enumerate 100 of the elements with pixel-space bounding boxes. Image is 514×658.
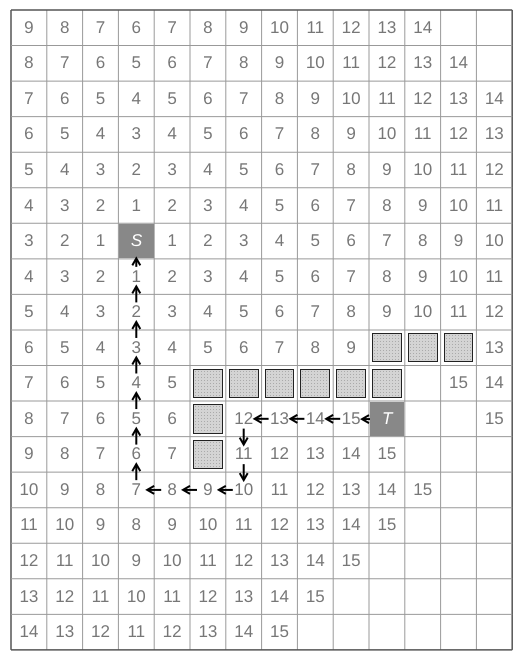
cell-number: 15 [376,444,398,466]
cell-number: 13 [412,52,434,74]
arrow [131,356,142,374]
cell-number: 9 [166,514,178,536]
cell-number: 3 [94,301,106,323]
path-cell-number: 2 [125,302,148,322]
arrow [131,428,142,445]
cell-number: 3 [94,159,106,181]
cell-number: 14 [18,621,40,643]
cell-number: 10 [54,514,76,536]
cell-number: 9 [416,194,428,216]
cell-number: 14 [233,621,254,643]
cell-number: 11 [270,479,290,501]
cell-number: 8 [310,336,322,358]
cell-number: 8 [58,444,70,466]
cell-number: 4 [94,336,106,358]
cell-number: 5 [166,88,178,110]
cell-number: 6 [23,124,35,146]
cell-number: 12 [412,88,434,110]
cell-number: 12 [90,621,111,643]
cell-number: 13 [269,550,290,572]
cell-number: 10 [269,17,290,39]
cell-number: 11 [90,586,110,608]
cell-number: 14 [340,444,362,466]
cell-number: 12 [484,159,505,181]
cell-number: 4 [238,266,250,288]
cell-number: 8 [381,266,393,288]
cell-number: 11 [126,621,146,643]
cell-number: 7 [238,88,250,110]
cell-number: 6 [94,408,106,430]
path-cell-number: 8 [161,480,183,500]
cell-number: 12 [269,444,290,466]
cell-number: 15 [412,479,434,501]
path-cell-number: 12 [232,409,255,429]
cell-number: 8 [345,159,357,181]
cell-number: 6 [238,124,250,146]
cell-number: 5 [274,194,286,216]
cell-number: 7 [381,230,393,252]
arrow [131,320,142,338]
cell-number: 10 [448,266,469,288]
cell-number: 12 [269,514,290,536]
cell-number: 9 [381,159,393,181]
cell-number: 5 [274,266,286,288]
cell-number: 12 [340,17,362,39]
cell-number: 13 [484,124,505,146]
cell-number: 8 [238,52,250,74]
cell-number: 10 [376,124,398,146]
cell-number: 9 [274,52,286,74]
arrow [325,414,340,424]
cell-number: 10 [484,230,505,252]
cell-number: 7 [310,301,322,323]
arrow [238,464,249,482]
cell-number: 3 [202,266,214,288]
cell-number: 8 [345,301,357,323]
cell-number: 11 [484,266,504,288]
cell-number: 7 [58,52,70,74]
cell-number: 6 [166,408,178,430]
cell-number: 9 [310,88,322,110]
cell-number: 13 [484,336,505,358]
path-cell-number: 13 [268,409,290,429]
cell-number: 11 [305,17,326,39]
cell-number: 7 [345,194,357,216]
cell-number: 12 [54,586,76,608]
path-cell-number: 4 [125,374,148,394]
cell-number: 11 [162,586,182,608]
cell-number: 12 [376,52,398,74]
cell-number: 6 [166,52,178,74]
cell-number: 4 [166,124,178,146]
cell-number: 13 [448,88,469,110]
terminal-cell: T [370,402,404,436]
cell-number: 5 [202,336,214,358]
path-cell-number: 9 [197,480,219,500]
cell-number: 15 [448,372,469,394]
cell-number: 6 [310,194,322,216]
arrow [218,484,233,495]
cell-number: 7 [202,52,214,74]
cell-number: 4 [202,159,214,181]
cell-number: 11 [341,52,361,74]
cell-number: 9 [345,336,357,358]
cell-number: 5 [130,52,142,74]
arrow [131,463,142,480]
cell-number: 7 [58,408,70,430]
cell-number: 13 [304,444,326,466]
path-cell-number: 3 [125,338,148,358]
cell-number: 14 [376,479,398,501]
cell-number: 8 [274,88,286,110]
path-cell-number: 15 [340,409,362,429]
cell-number: 3 [166,159,178,181]
cell-number: 4 [94,124,106,146]
path-cell-number: 1 [125,266,148,286]
cell-number: 12 [162,621,183,643]
cell-number: 13 [304,514,326,536]
cell-number: 6 [274,159,286,181]
cell-number: 9 [58,479,70,501]
cell-number: 11 [412,124,433,146]
cell-number: 10 [90,550,111,572]
cell-number: 4 [58,159,70,181]
cell-number: 7 [94,17,106,39]
cell-number: 11 [377,88,397,110]
cell-number: 6 [202,88,214,110]
